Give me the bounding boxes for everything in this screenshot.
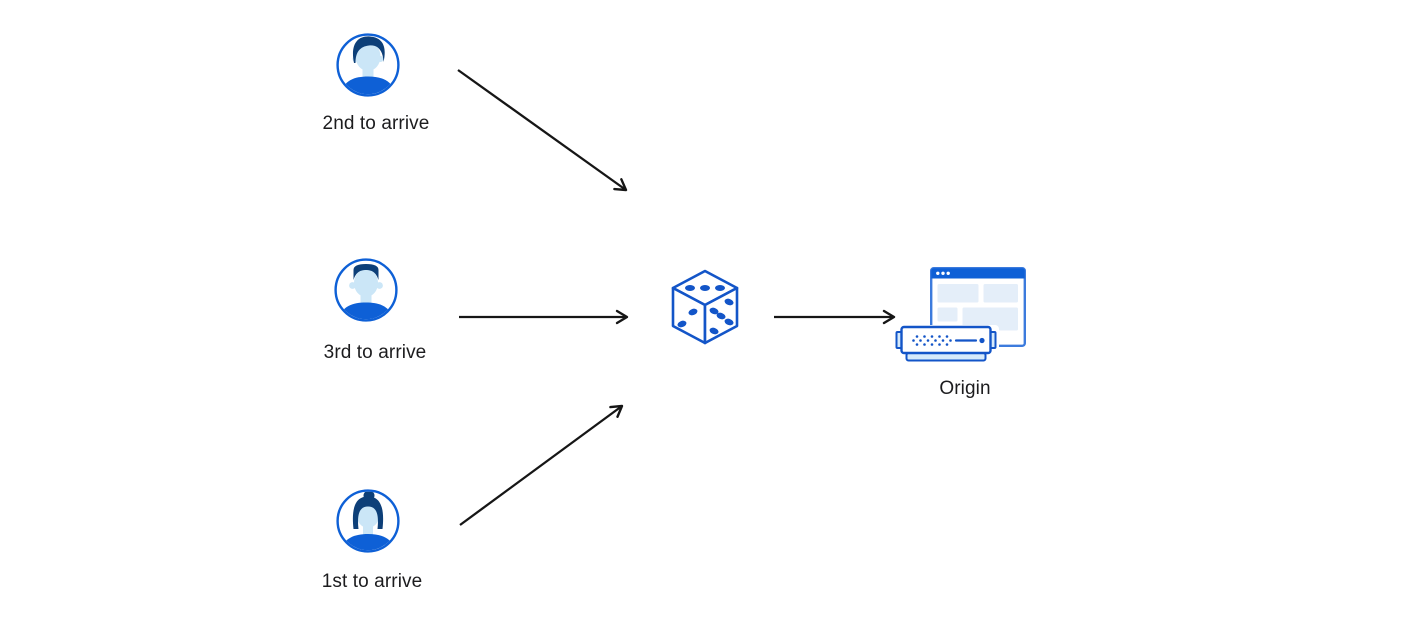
female-user-avatar-icon <box>336 489 400 553</box>
dice-icon <box>671 269 739 345</box>
arrow-client-2nd-to-dice <box>457 69 628 192</box>
origin-label: Origin <box>939 378 991 399</box>
dice-node <box>669 268 741 346</box>
client-node-2nd <box>334 31 402 99</box>
arrow-client-1st-to-dice <box>459 404 624 526</box>
client-label-2nd: 2nd to arrive <box>322 113 430 134</box>
client-label-1st: 1st to arrive <box>321 571 423 592</box>
client-label-3rd: 3rd to arrive <box>323 342 427 363</box>
male-user-avatar-icon <box>336 33 400 97</box>
client-node-1st <box>334 487 402 555</box>
origin-node <box>893 267 1033 397</box>
origin-server-icon <box>893 325 999 365</box>
male-user-avatar-icon <box>334 258 398 322</box>
client-node-3rd <box>332 256 400 324</box>
